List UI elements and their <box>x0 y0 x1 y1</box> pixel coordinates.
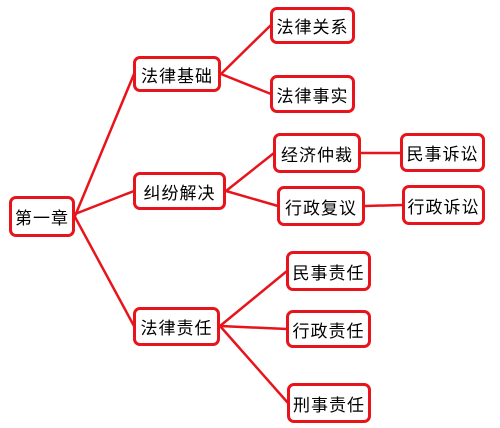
connector-reconsideration-to-admin-suit <box>363 203 405 208</box>
node-admin-liability: 行政责任 <box>286 310 371 348</box>
connector-dispute-to-reconsideration <box>224 189 280 208</box>
node-legal-basics: 法律基础 <box>133 56 221 92</box>
root-node: 第一章 <box>9 196 75 237</box>
node-criminal-liability: 刑事责任 <box>287 383 371 423</box>
connector-liability-to-criminal-liability <box>218 324 290 405</box>
connector-root-to-legal-liability <box>73 215 136 328</box>
connector-liability-to-civil-liability <box>218 269 289 328</box>
connector-liability-to-admin-liability <box>218 324 289 331</box>
node-dispute-resolution: 纠纷解决 <box>133 172 226 210</box>
connector-root-to-legal-basics <box>73 72 136 218</box>
node-legal-facts: 法律事实 <box>270 75 355 113</box>
connector-dispute-to-arbitration <box>224 151 276 193</box>
node-admin-litigation: 行政诉讼 <box>402 185 485 225</box>
connector-legal-basics-to-relations <box>219 23 273 76</box>
connector-legal-basics-to-facts <box>219 72 273 96</box>
node-legal-relations: 法律关系 <box>270 7 355 44</box>
node-admin-reconsideration: 行政复议 <box>277 186 365 226</box>
node-economic-arbitration: 经济仲裁 <box>273 133 361 173</box>
connector-root-to-dispute-resolution <box>73 189 136 216</box>
node-legal-liability: 法律责任 <box>133 307 220 346</box>
node-civil-liability: 民事责任 <box>286 251 371 291</box>
node-civil-litigation: 民事诉讼 <box>400 133 485 172</box>
